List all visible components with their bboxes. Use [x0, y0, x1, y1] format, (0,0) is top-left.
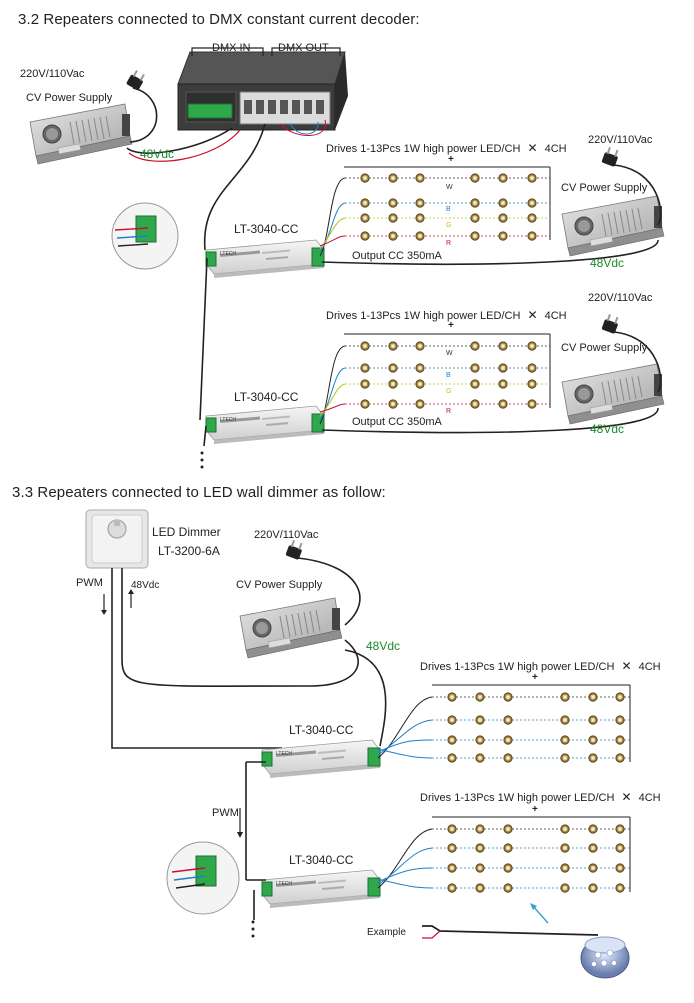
psu-label-left: CV Power Supply — [26, 92, 113, 104]
pwm-label: PWM — [76, 577, 103, 589]
drives-label-4: Drives 1-13Pcs 1W high power LED/CH ✕ 4C… — [420, 790, 661, 804]
section-33-title: 3.3 Repeaters connected to LED wall dimm… — [12, 484, 386, 501]
vdc-small-label: 48Vdc — [131, 580, 160, 591]
device-label-2: LT-3040-CC — [234, 390, 299, 404]
device-label-3: LT-3040-CC — [289, 723, 354, 737]
dmx-in-label: DMX IN — [212, 42, 251, 54]
ch-text: 4CH — [544, 310, 567, 322]
channel-r-1: R — [446, 240, 452, 247]
vdc-label-left: 48Vdc — [140, 147, 175, 161]
output-label-2: Output CC 350mA — [352, 416, 442, 428]
psu-label-1: CV Power Supply — [561, 182, 648, 194]
ac-input-label-left: 220V/110Vac — [20, 68, 85, 80]
channel-g-2: G — [446, 388, 452, 395]
plus-sign: + — [532, 804, 538, 815]
plus-sign: + — [448, 320, 454, 331]
ac-input-label-1: 220V/110Vac — [588, 134, 653, 146]
channel-g-1: G — [446, 222, 452, 229]
dmx-out-label: DMX OUT — [278, 42, 329, 54]
ch-text: 4CH — [638, 792, 661, 804]
drives-text: Drives 1-13Pcs 1W high power LED/CH — [420, 792, 615, 804]
ac-input-label-2: 220V/110Vac — [588, 292, 653, 304]
vdc-label-2: 48Vdc — [590, 422, 625, 436]
drives-text: Drives 1-13Pcs 1W high power LED/CH — [420, 661, 615, 673]
channel-b-2: B — [446, 372, 451, 379]
channel-w-1: W — [446, 184, 453, 191]
times-icon: ✕ — [621, 659, 632, 673]
dimmer-name: LED Dimmer — [152, 525, 221, 539]
channel-w-2: W — [446, 350, 453, 357]
ch-text: 4CH — [544, 143, 567, 155]
ch-text: 4CH — [638, 661, 661, 673]
example-label: Example — [367, 927, 406, 938]
psu-label-33: CV Power Supply — [236, 579, 323, 591]
times-icon: ✕ — [527, 308, 538, 322]
drives-label-2: Drives 1-13Pcs 1W high power LED/CH ✕ 4C… — [326, 308, 567, 322]
psu-label-2: CV Power Supply — [561, 342, 648, 354]
vdc-label-33: 48Vdc — [366, 639, 401, 653]
plus-sign: + — [532, 672, 538, 683]
device-label-1: LT-3040-CC — [234, 222, 299, 236]
vdc-label-1: 48Vdc — [590, 256, 625, 270]
ac-input-label-33: 220V/110Vac — [254, 529, 319, 541]
plus-sign: + — [448, 154, 454, 165]
times-icon: ✕ — [527, 141, 538, 155]
dmx-decoder-top — [177, 51, 346, 85]
drives-text: Drives 1-13Pcs 1W high power LED/CH — [326, 310, 521, 322]
channel-b-1: B — [446, 206, 451, 213]
drives-text: Drives 1-13Pcs 1W high power LED/CH — [326, 143, 521, 155]
device-label-4: LT-3040-CC — [289, 853, 354, 867]
channel-r-2: R — [446, 408, 452, 415]
drives-label-1: Drives 1-13Pcs 1W high power LED/CH ✕ 4C… — [326, 141, 567, 155]
section-32-title: 3.2 Repeaters connected to DMX constant … — [18, 11, 420, 28]
output-label-1: Output CC 350mA — [352, 250, 442, 262]
times-icon: ✕ — [621, 790, 632, 804]
pwm-label-2: PWM — [212, 807, 239, 819]
dimmer-model: LT-3200-6A — [158, 544, 220, 558]
drives-label-3: Drives 1-13Pcs 1W high power LED/CH ✕ 4C… — [420, 659, 661, 673]
